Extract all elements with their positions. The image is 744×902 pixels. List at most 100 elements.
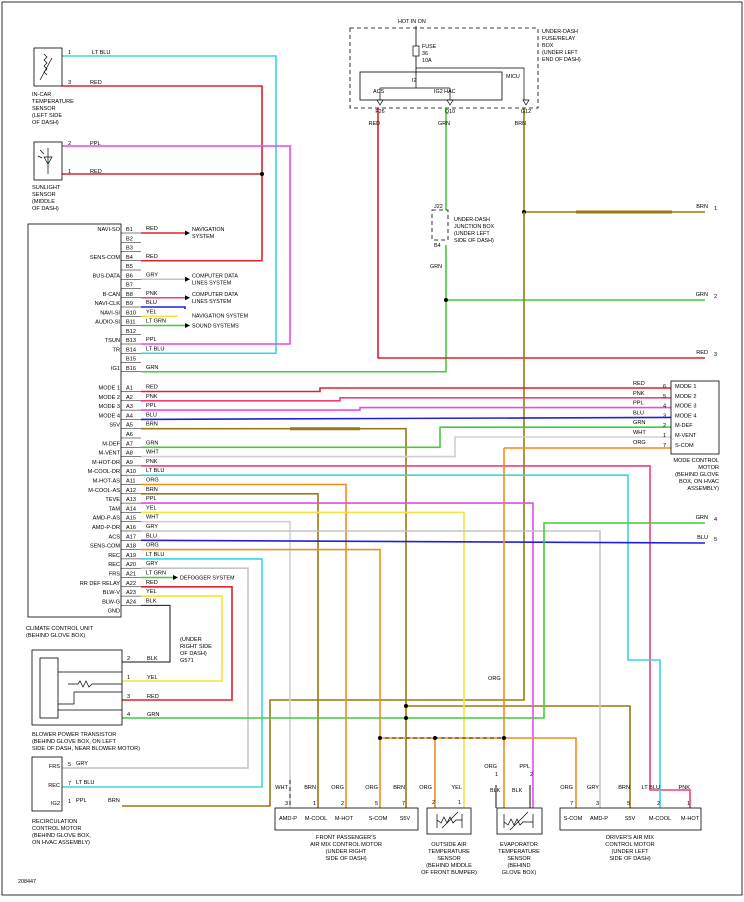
wires-layer xyxy=(62,26,706,808)
wire-color-label: LT GRN xyxy=(146,319,166,325)
ccu-signal-label: ACS xyxy=(108,534,120,540)
ccu-signal-label: MODE 2 xyxy=(99,395,120,401)
wire-color-label: ORG xyxy=(365,785,378,791)
wire-color-label: ORG xyxy=(484,764,497,770)
pass-motor-pin-name: S5V xyxy=(400,816,411,822)
wire-m-def xyxy=(141,426,671,449)
driver-motor-title: SIDE OF DASH) xyxy=(609,856,650,862)
outside-sensor-title: OUTSIDE AIR xyxy=(431,842,466,848)
document-id: 208447 xyxy=(18,879,36,885)
wire-color-label: GRN xyxy=(146,365,158,371)
thermistor-icon xyxy=(436,811,463,829)
ccu-signal-label: M-COOL-DR xyxy=(88,469,120,475)
ccu-pin-number: A8 xyxy=(126,451,133,457)
wire-navi-clk xyxy=(141,306,186,309)
wire-color-label: GRN xyxy=(633,420,645,426)
ccu-pin-number: A15 xyxy=(126,516,136,522)
pin-number: 5 xyxy=(68,762,71,768)
ccu-title: CLIMATE CONTROL UNIT xyxy=(26,626,94,632)
pin-number: 3 xyxy=(68,80,71,86)
mode-motor-title: BOX, ON HVAC xyxy=(679,479,719,485)
ccu-signal-label: FRS xyxy=(109,572,120,578)
recirc-motor-box xyxy=(31,756,63,812)
ccu-pin-number: A12 xyxy=(126,488,136,494)
pin-number: 3 xyxy=(663,413,666,419)
incar-sensor-title: SENSOR xyxy=(32,106,56,112)
wire-color-label: BLK xyxy=(147,656,158,662)
wire-blw-red xyxy=(122,585,233,701)
wire-color-label: ORG xyxy=(633,440,646,446)
ccu-pin-number: B10 xyxy=(126,310,136,316)
ccu-signal-label: IG1 xyxy=(111,366,120,372)
wire-s5v xyxy=(141,427,407,808)
ccu-signal-label: BUS-DATA xyxy=(93,273,121,279)
wire-color-label: RED xyxy=(90,80,102,86)
ccu-pin-number: A13 xyxy=(126,497,136,503)
wire-color-label: ORG xyxy=(331,785,344,791)
junction-title: SIDE OF DASH) xyxy=(454,238,494,244)
ground-label: (UNDER xyxy=(180,637,202,643)
wire-color-label: BRN xyxy=(146,422,158,428)
micu-connector: I2 xyxy=(412,78,417,84)
ccu-signal-label: NAVI-SI xyxy=(100,310,120,316)
mode-motor-pin-name: MODE 2 xyxy=(675,394,696,400)
ccu-pin-number: A16 xyxy=(126,525,136,531)
recirc-pin-name: FRS xyxy=(49,764,60,770)
pin-number: 4 xyxy=(127,712,130,718)
fuse-number: 36 xyxy=(422,51,428,57)
wire-color-label: GRY xyxy=(587,785,599,791)
wire-color-label: YEL xyxy=(451,785,462,791)
recirc-pin-name: REC xyxy=(48,783,60,789)
driver-motor-pin-name: M-HOT xyxy=(681,816,700,822)
pin-number: 2 xyxy=(127,656,130,662)
wire-ig1 xyxy=(141,245,447,373)
photodiode-icon xyxy=(37,148,53,174)
wire-color-label: BRN xyxy=(618,785,630,791)
junction-title: JUNCTION BOX xyxy=(454,224,495,230)
ccu-pin-number: B3 xyxy=(126,246,133,252)
wire-color-label: GRY xyxy=(76,761,88,767)
wire-mode1 xyxy=(141,387,671,393)
incar-sensor-title: (LEFT SIDE xyxy=(32,113,62,119)
wire-frs xyxy=(62,567,249,769)
wire-color-label: BRN xyxy=(108,798,120,804)
wire-color-label: WHT xyxy=(146,515,159,521)
pin-number: 1 xyxy=(68,799,71,805)
wire-color-label: ORG xyxy=(146,543,159,549)
micu-box xyxy=(359,71,503,101)
ccu-signal-label: MODE 1 xyxy=(99,386,120,392)
wire-color-label: BLK xyxy=(512,788,523,794)
wire-s5v-drv xyxy=(406,705,631,808)
outside-sensor-title: OF FRONT BUMPER) xyxy=(421,870,477,876)
ccu-signal-label: GND xyxy=(108,609,120,615)
driver-motor-title: CONTROL MOTOR xyxy=(605,842,654,848)
dest-label: COMPUTER DATA xyxy=(192,292,238,298)
recirc-title: (BEHIND GLOVE BOX, xyxy=(32,833,91,839)
pin-number: 7 xyxy=(402,801,405,807)
wire-color-label: WHT xyxy=(146,450,159,456)
ccu-signal-label: TR xyxy=(113,347,120,353)
outside-sensor-title: TEMPERATURE xyxy=(428,849,470,855)
evap-sensor-title: SENSOR xyxy=(507,856,531,862)
evap-sensor-title: TEMPERATURE xyxy=(498,849,540,855)
wire-color-label: BRN xyxy=(393,785,405,791)
wire-color-label: LT BLU xyxy=(92,50,110,56)
incar-sensor-title: IN-CAR xyxy=(32,92,51,98)
ccu-pin-number: A2 xyxy=(126,395,133,401)
wire-color-label: PNK xyxy=(146,291,158,297)
wire-color-label: PPL xyxy=(146,337,157,343)
arrow-icon xyxy=(173,575,178,580)
dest-label: LINES SYSTEM xyxy=(192,299,232,305)
wire-tr xyxy=(62,55,277,355)
ground-label: RIGHT SIDE xyxy=(180,644,212,650)
mode-motor-box xyxy=(670,380,720,455)
sunlight-sensor-title: SENSOR xyxy=(32,192,56,198)
dest-label: DEFOGGER SYSTEM xyxy=(180,576,235,582)
driver-motor-pin-name: S-COM xyxy=(564,816,583,822)
fuse-pin-label: F26 xyxy=(375,109,384,115)
wire-right-1 xyxy=(523,108,705,213)
fuse-pin-label: Q10 xyxy=(445,109,455,115)
outside-sensor-box xyxy=(426,807,472,835)
